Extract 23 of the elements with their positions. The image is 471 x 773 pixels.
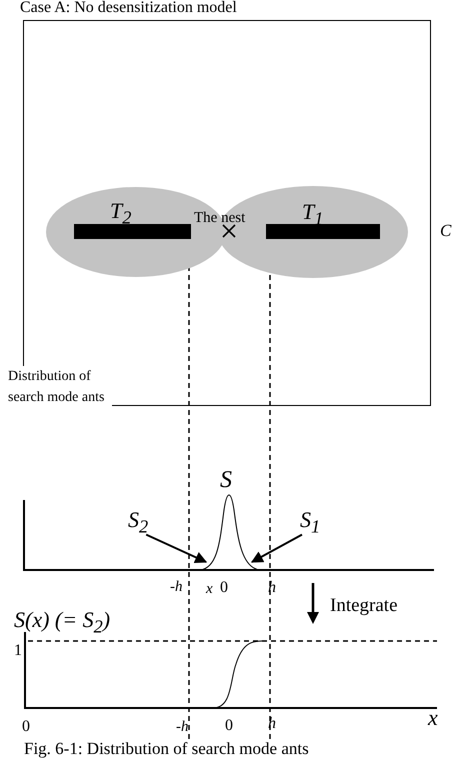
tick-label: 0 [225, 718, 233, 735]
case-heading: Case A: No desensitization model [20, 0, 237, 17]
peak-label: S [220, 468, 232, 494]
arrow-label: Integrate [330, 596, 398, 616]
region-label: T$_{2}$ [110, 199, 132, 228]
leader-arrow [250, 534, 302, 563]
leader-arrow [146, 534, 208, 563]
tick-label: 0 [220, 580, 228, 597]
tick-label: -h [176, 720, 188, 736]
tick-label: 1 [14, 643, 22, 660]
axis-title: x [428, 706, 438, 730]
curve-label: S$_{1}$ [300, 508, 320, 537]
trail-bar [266, 224, 380, 239]
axis-title: Distribution of search mode ants [8, 366, 112, 408]
cut-off-text: C [440, 222, 452, 240]
axis-title: S(x) (= S$_{2}$) [14, 608, 110, 637]
figure-caption: Fig. 6-1: Distribution of search mode ants [24, 740, 309, 758]
tick-label: -h [170, 580, 182, 596]
tick-label: 0 [22, 719, 30, 736]
nest-label: The nest [194, 211, 246, 227]
tick-label: x [206, 582, 213, 598]
curve-label: S$_{2}$ [128, 508, 148, 537]
trail-bar [74, 224, 191, 239]
